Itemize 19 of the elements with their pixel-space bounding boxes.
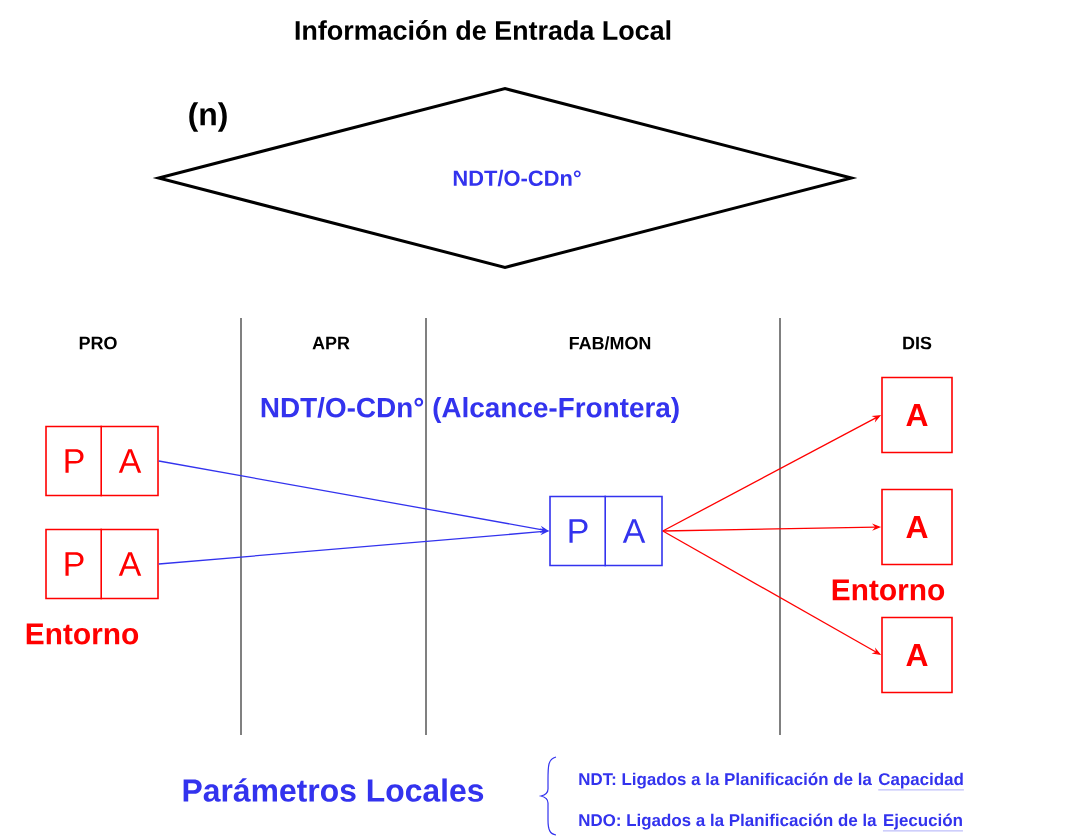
title: Información de Entrada Local	[295, 20, 671, 40]
environment-label: Entorno	[832, 579, 945, 601]
parameter-note: NDO: Ligados a la Planificación de la	[579, 813, 877, 830]
column-header: DIS	[903, 336, 932, 350]
letter-box: A	[881, 488, 953, 566]
parameter-note: NDT: Ligados a la Planificación de la	[579, 772, 872, 789]
split-box: P A	[45, 424, 159, 498]
split-box: P A	[549, 494, 663, 568]
column-header: FAB/MON	[569, 336, 651, 350]
diamond-label: (n)	[189, 102, 227, 132]
letter-box: A	[881, 376, 953, 454]
split-box: P A	[45, 527, 159, 601]
column-header: PRO	[79, 336, 117, 350]
underlined-term: Capacidad	[878, 772, 965, 791]
letter-box: A	[881, 616, 953, 694]
underlined-term: Ejecución	[882, 813, 964, 832]
column-header: APR	[312, 336, 350, 350]
scope-label: NDT/O-CDn° (Alcance-Frontera)	[261, 397, 679, 423]
parameters-label: Parámetros Locales	[183, 778, 484, 802]
